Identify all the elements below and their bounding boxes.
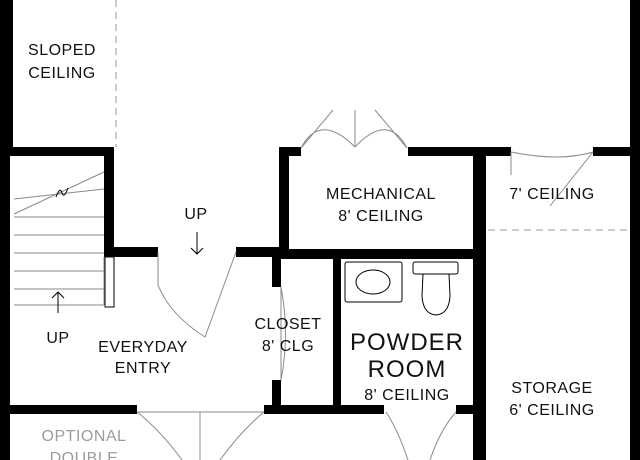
optional-double-label-line1: OPTIONAL bbox=[42, 428, 127, 445]
mechanical-label: MECHANICAL bbox=[326, 186, 436, 203]
stair-right-wall bbox=[104, 147, 114, 257]
doors bbox=[136, 109, 594, 460]
toilet-tank-icon bbox=[412, 261, 459, 275]
mechanical-door-left bbox=[300, 109, 356, 149]
optional-double-label-line2: DOUBLE bbox=[50, 450, 119, 460]
down-arrow-icon bbox=[190, 247, 204, 255]
stair-diagonal bbox=[13, 188, 105, 200]
closet-label: CLOSET bbox=[254, 316, 321, 333]
powder-label-line1: POWDER bbox=[350, 329, 464, 356]
stair-break-icon bbox=[55, 187, 69, 198]
sink-basin-icon bbox=[355, 269, 391, 295]
stair-newel bbox=[104, 256, 115, 308]
closet-ceiling-label: 8' CLG bbox=[262, 338, 314, 355]
right-top-wall bbox=[593, 147, 640, 156]
up-arrow-icon bbox=[51, 291, 65, 299]
left-lower-wall bbox=[0, 156, 10, 460]
closet-door bbox=[280, 286, 286, 381]
mechanical-left-wall bbox=[279, 147, 289, 257]
closet-left-wall-top bbox=[272, 247, 281, 287]
sloped-ceiling-label-line2: CEILING bbox=[28, 65, 96, 82]
bottom-wall-left bbox=[0, 405, 137, 414]
entry-top-wall bbox=[236, 247, 288, 257]
powder-ceiling-label: 8' CEILING bbox=[364, 387, 449, 404]
mechanical-door-right bbox=[354, 109, 408, 149]
left-upper-wall bbox=[0, 0, 13, 152]
everyday-entry-label-line2: ENTRY bbox=[115, 360, 171, 377]
powder-fixtures bbox=[344, 261, 459, 316]
stair-bottom-wall-left bbox=[104, 247, 158, 257]
room-labels: SLOPED CEILING MECHANICAL 8' CEILING 7' … bbox=[28, 42, 594, 460]
bottom-wall-right bbox=[456, 405, 478, 414]
double-door-right bbox=[200, 411, 265, 460]
sloped-ceiling-label-line1: SLOPED bbox=[28, 42, 96, 59]
seven-ceiling-door bbox=[510, 151, 594, 207]
double-door-left bbox=[136, 411, 200, 460]
closet-left-wall-bottom bbox=[272, 380, 281, 410]
storage-ceiling-label: 6' CEILING bbox=[509, 402, 594, 419]
center-vertical-wall bbox=[473, 147, 486, 460]
main-stair-up-label: UP bbox=[46, 330, 69, 347]
seven-ceiling-label: 7' CEILING bbox=[509, 186, 594, 203]
bottom-wall-mid bbox=[264, 405, 384, 414]
upper-stair-up-label: UP bbox=[184, 206, 207, 223]
ceiling-lines bbox=[115, 0, 628, 231]
mechanical-top-wall-right bbox=[408, 147, 511, 156]
powder-label-line2: ROOM bbox=[368, 356, 447, 383]
mechanical-top-wall-left bbox=[279, 147, 301, 156]
stair-diagonal bbox=[13, 171, 105, 215]
mechanical-bottom-wall bbox=[279, 249, 480, 259]
entry-door bbox=[157, 251, 237, 338]
sink-counter bbox=[344, 261, 403, 303]
toilet-bowl-icon bbox=[421, 273, 451, 316]
closet-right-wall bbox=[333, 257, 341, 410]
everyday-entry-label-line1: EVERYDAY bbox=[98, 339, 188, 356]
storage-label: STORAGE bbox=[511, 380, 592, 397]
powder-door bbox=[385, 411, 457, 460]
staircase bbox=[13, 171, 204, 313]
right-outer-wall bbox=[630, 0, 640, 460]
mid-horizontal-wall bbox=[0, 147, 110, 156]
mechanical-ceiling-label: 8' CEILING bbox=[338, 208, 423, 225]
